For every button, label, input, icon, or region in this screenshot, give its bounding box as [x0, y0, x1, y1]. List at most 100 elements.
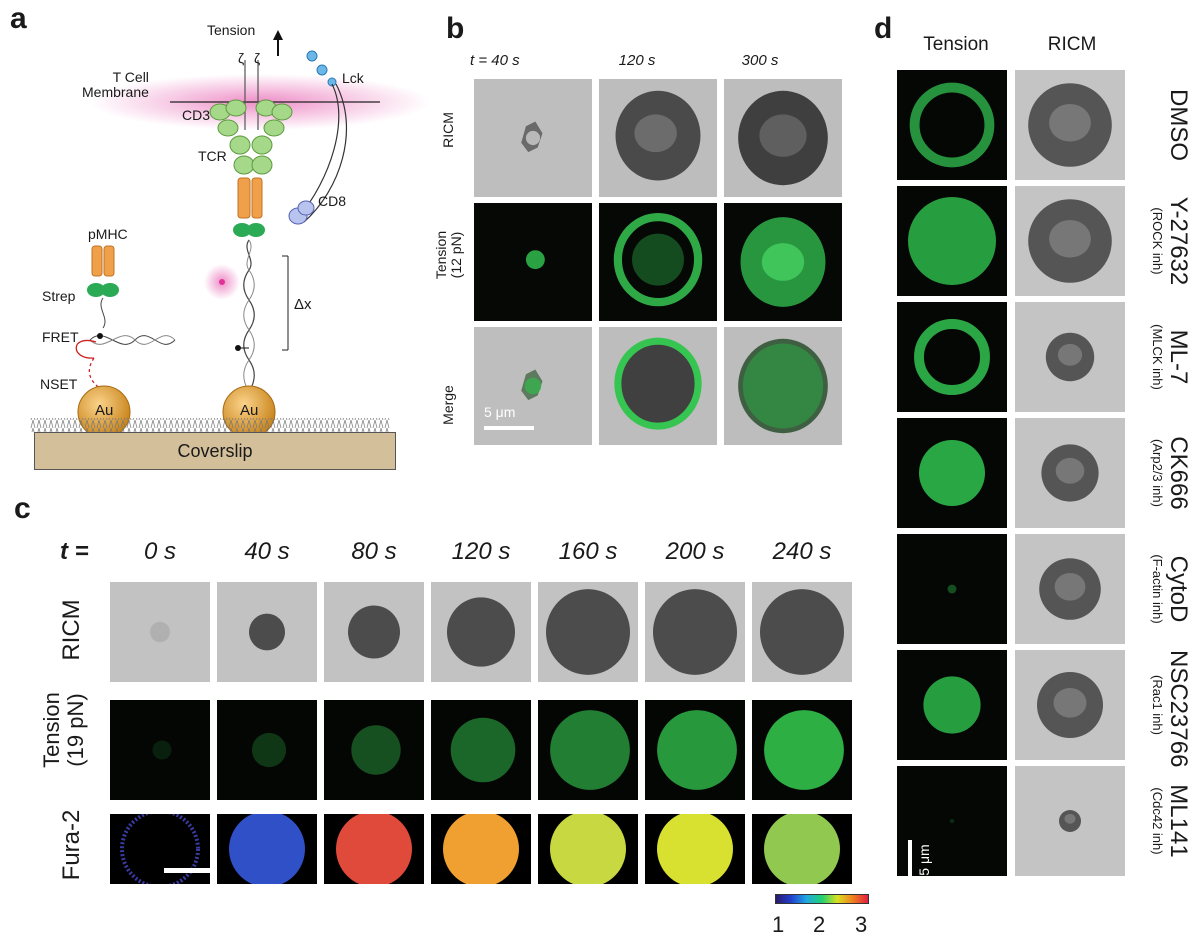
- panel-d-row-label-3: CK666(Arp2/3 inh): [1149, 418, 1192, 528]
- panel-d-ricm-5: [1014, 650, 1126, 760]
- panel-c-fura2-0: [110, 814, 210, 884]
- label-zeta-2: ζ: [254, 50, 261, 66]
- colorbar-tick-1: 1: [772, 912, 785, 937]
- panel-b-merge-120s: [598, 327, 718, 445]
- panel-d-drug-target: (Rac1 inh): [1150, 675, 1166, 735]
- panel-d-scalebar: [908, 840, 912, 890]
- panel-c-time-4: 160 s: [558, 538, 618, 565]
- panel-d-tension-1: [896, 186, 1008, 296]
- panel-c-time-6: 240 s: [772, 538, 832, 565]
- panel-c-ricm-4: [538, 578, 638, 686]
- panel-c-tension-1: [217, 696, 317, 804]
- panel-c-letter: c: [14, 492, 31, 525]
- panel-b-time-1: 120 s: [618, 52, 656, 69]
- label-fret: FRET: [42, 329, 79, 345]
- panel-c-row-label-tension: Tension (19 pN): [39, 692, 89, 768]
- panel-c-time-0: 0 s: [143, 538, 176, 565]
- panel-d-scalebar-label: 5 μm: [916, 844, 932, 876]
- panel-b-ricm-300s: [724, 79, 842, 197]
- panel-d-drug-name: ML141: [1165, 784, 1192, 858]
- panel-d-ricm-4: [1014, 534, 1126, 644]
- panel-b-row-label-merge: Merge: [440, 385, 456, 425]
- panel-d-row-label-1: Y-27632(ROCK inh): [1149, 186, 1192, 296]
- panel-d-drug-name: CytoD: [1165, 555, 1192, 623]
- label-dx: Δx: [294, 296, 312, 313]
- panel-d-drug-target: (Cdc42 inh): [1150, 787, 1166, 855]
- panel-d-tension-6: [896, 766, 1008, 876]
- panel-d-drug-target: (MLCK inh): [1150, 324, 1166, 390]
- panel-b-scalebar: [484, 426, 534, 430]
- panel-c-fura2-5: [645, 814, 745, 884]
- label-lck: Lck: [342, 70, 364, 86]
- coverslip-label: Coverslip: [177, 441, 253, 461]
- panel-c-tension-5: [645, 696, 745, 804]
- panel-d-ricm-2: [1014, 302, 1126, 412]
- label-tcr: TCR: [198, 148, 227, 164]
- panel-c-fura2-3: [431, 814, 531, 884]
- panel-b-scalebar-label: 5 μm: [484, 404, 516, 420]
- panel-c-time-1: 40 s: [244, 538, 290, 565]
- schematic-diagram: [30, 30, 430, 439]
- panel-b-merge-300s: [724, 327, 842, 445]
- colorbar-tick-3: 3: [855, 912, 868, 937]
- panel-c-ricm-6: [752, 578, 852, 686]
- panel-d-tension-3: [896, 418, 1008, 528]
- label-cd3: CD3: [182, 107, 211, 123]
- panel-d-letter: d: [874, 12, 893, 45]
- panel-c-fura2-4: [538, 814, 638, 884]
- panel-b-ricm-40s: [474, 79, 592, 197]
- panel-d-drug-target: (Arp2/3 inh): [1150, 439, 1166, 507]
- panel-b-tension-40s: [474, 203, 592, 321]
- panel-d-drug-target: (ROCK inh): [1150, 207, 1166, 275]
- panel-d-ricm-6: [1014, 766, 1126, 876]
- label-zeta-1: ζ: [238, 50, 245, 66]
- label-au-1: Au: [95, 402, 114, 419]
- panel-c-ricm-1: [217, 578, 317, 686]
- panel-c-time-3: 120 s: [451, 538, 511, 565]
- panel-c-t-prefix: t =: [60, 538, 89, 565]
- panel-b-time-2: 300 s: [741, 52, 779, 69]
- panel-d-drug-name: ML-7: [1165, 329, 1192, 385]
- coverslip-bar: Coverslip: [34, 432, 396, 470]
- label-cd8: CD8: [318, 193, 347, 209]
- panel-c-fura2-1: [217, 814, 317, 884]
- panel-d-col-ricm: RICM: [1047, 34, 1097, 55]
- label-au-2: Au: [240, 402, 259, 419]
- fura2-colorbar: [775, 894, 869, 904]
- panel-d-ricm-3: [1014, 418, 1126, 528]
- panel-d-drug-name: NSC23766: [1165, 650, 1192, 768]
- panel-c-row-label-fura2: Fura-2: [58, 809, 85, 881]
- panel-c-tension-0: [110, 696, 210, 804]
- panel-c-ricm-0: [110, 578, 210, 686]
- panel-a-letter: a: [10, 2, 27, 35]
- panel-c-tension-6: [752, 696, 852, 804]
- panel-c-fura2-6: [752, 814, 852, 884]
- panel-b-row-label-tension: Tension (12 pN): [433, 230, 465, 280]
- panel-d-tension-5: [896, 650, 1008, 760]
- panel-d-drug-name: Y-27632: [1165, 196, 1192, 286]
- panel-d-ricm-1: [1014, 186, 1126, 296]
- label-pmhc: pMHC: [88, 226, 128, 242]
- panel-d-drug-name: CK666: [1165, 436, 1192, 510]
- panel-c-time-5: 200 s: [665, 538, 725, 565]
- colorbar-tick-2: 2: [813, 912, 826, 937]
- panel-d-drug-name: DMSO: [1165, 89, 1192, 161]
- panel-c-tension-4: [538, 696, 638, 804]
- panel-b-time-0: t = 40 s: [470, 52, 520, 69]
- panel-b-ricm-120s: [598, 79, 718, 197]
- panel-c-ricm-2: [324, 578, 424, 686]
- panel-d-row-label-4: CytoD(F-actin inh): [1149, 534, 1192, 644]
- label-membrane: T Cell Membrane: [82, 69, 149, 101]
- panel-d-tension-4: [896, 534, 1008, 644]
- panel-c-time-2: 80 s: [351, 538, 397, 565]
- panel-d-row-label-0: DMSO: [1164, 70, 1192, 180]
- label-tension-a: Tension: [207, 22, 256, 38]
- panel-c-ricm-3: [431, 578, 531, 686]
- panel-d-drug-target: (F-actin inh): [1150, 554, 1166, 624]
- panel-d-tension-0: [896, 70, 1008, 180]
- panel-d-row-label-6: ML141(Cdc42 inh): [1149, 766, 1192, 876]
- panel-b-tension-120s: [598, 203, 718, 321]
- panel-c-fura2-2: [324, 814, 424, 884]
- label-nset: NSET: [40, 376, 78, 392]
- panel-b-row-label-ricm: RICM: [440, 112, 456, 148]
